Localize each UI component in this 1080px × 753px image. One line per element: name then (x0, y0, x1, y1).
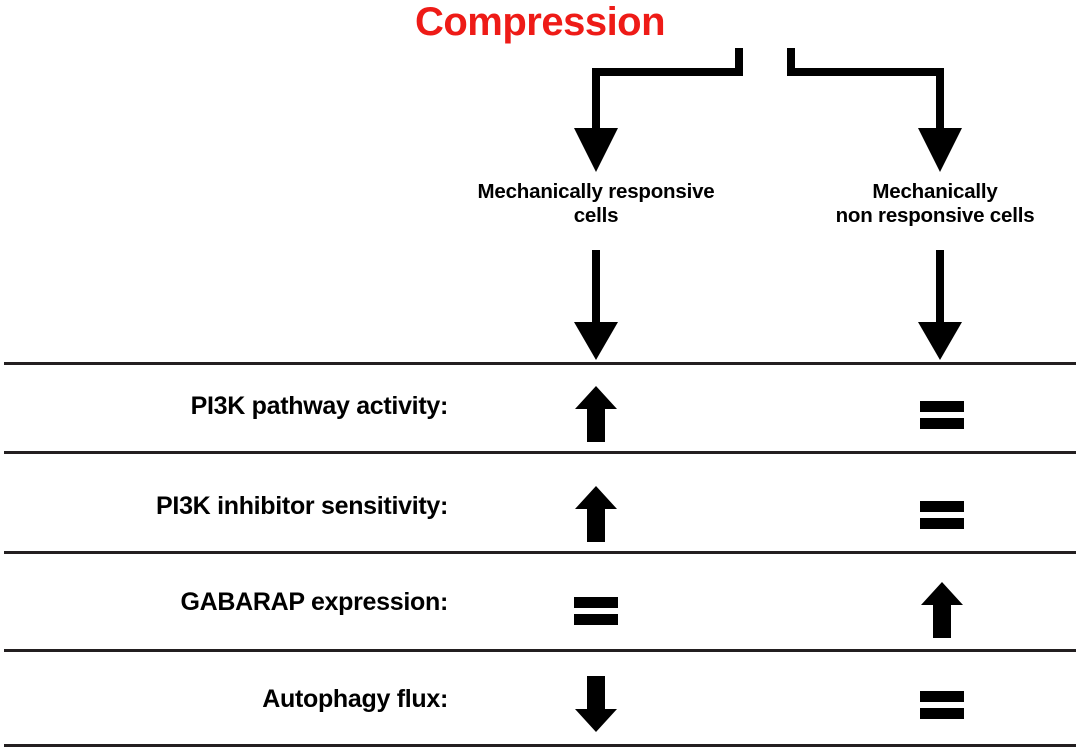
column-header-non-responsive-line2: non responsive cells (835, 204, 1035, 228)
equals-sign-icon (574, 597, 618, 625)
cell-pi3k-inhibitor-sensitivity-non-responsive (897, 482, 987, 546)
figure-title-container: Compression (0, 0, 1080, 45)
row-label-gabarap-expression: GABARAP expression: (180, 588, 448, 616)
page-title: Compression (414, 0, 666, 44)
row-label-pi3k-pathway-activity: PI3K pathway activity: (190, 392, 449, 420)
column-header-non-responsive: Mechanically non responsive cells (790, 180, 1080, 228)
column-header-responsive-line1: Mechanically responsive (477, 180, 715, 203)
up-arrow-icon (921, 582, 963, 638)
bracket-right (787, 48, 962, 172)
down-arrow-icon (575, 676, 617, 732)
cell-autophagy-flux-non-responsive (897, 672, 987, 736)
table-rule-1 (4, 451, 1076, 454)
up-arrow-icon (575, 386, 617, 442)
equals-sign-icon (920, 501, 964, 529)
table-rule-bottom (4, 744, 1076, 747)
row-label-pi3k-inhibitor-sensitivity: PI3K inhibitor sensitivity: (156, 492, 448, 520)
column-header-responsive-line2: cells (573, 204, 619, 228)
cell-gabarap-expression-non-responsive (897, 578, 987, 642)
bracket-left (574, 48, 743, 172)
up-arrow-icon (575, 486, 617, 542)
cell-autophagy-flux-responsive (551, 672, 641, 736)
table-rule-2 (4, 551, 1076, 554)
table-rule-3 (4, 649, 1076, 652)
equals-sign-icon (920, 401, 964, 429)
cell-pi3k-pathway-activity-non-responsive (897, 382, 987, 446)
column-header-responsive: Mechanically responsive cells (436, 180, 756, 228)
cell-pi3k-pathway-activity-responsive (551, 382, 641, 446)
equals-sign-icon (920, 691, 964, 719)
cell-gabarap-expression-responsive (551, 578, 641, 642)
column-header-non-responsive-line1: Mechanically (872, 180, 998, 203)
arrow-left-column (574, 250, 618, 360)
cell-pi3k-inhibitor-sensitivity-responsive (551, 482, 641, 546)
table-rule-top (4, 362, 1076, 365)
row-label-autophagy-flux: Autophagy flux: (262, 685, 448, 713)
arrow-right-column (918, 250, 962, 360)
